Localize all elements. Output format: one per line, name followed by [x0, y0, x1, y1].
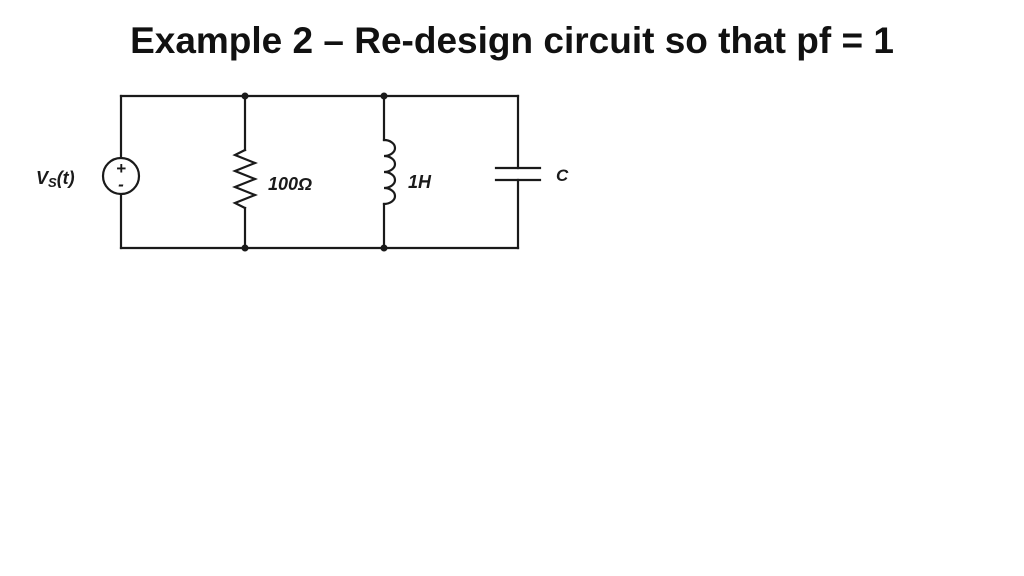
- resistor-label: 100Ω: [268, 174, 312, 194]
- source-label-main: V: [36, 168, 50, 188]
- source-label-arg: (t): [57, 168, 75, 188]
- inductor-label: 1H: [408, 172, 432, 192]
- junction-dot: [241, 244, 249, 252]
- junction-dot: [241, 92, 249, 100]
- source-minus-sign: -: [118, 175, 124, 194]
- slide-title: Example 2 – Re-design circuit so that pf…: [130, 20, 894, 61]
- resistor: [232, 94, 258, 250]
- voltage-source: + -: [101, 94, 141, 250]
- capacitor-label: C: [556, 166, 569, 185]
- inductor-coil: [382, 138, 397, 206]
- resistor-zigzag: [232, 148, 258, 210]
- junction-dot: [380, 92, 388, 100]
- source-plus-sign: +: [116, 159, 126, 178]
- source-label: VS(t): [36, 168, 75, 190]
- junction-dot: [380, 244, 388, 252]
- inductor: [382, 94, 397, 250]
- source-label-sub: S: [48, 175, 57, 190]
- capacitor: [494, 94, 542, 250]
